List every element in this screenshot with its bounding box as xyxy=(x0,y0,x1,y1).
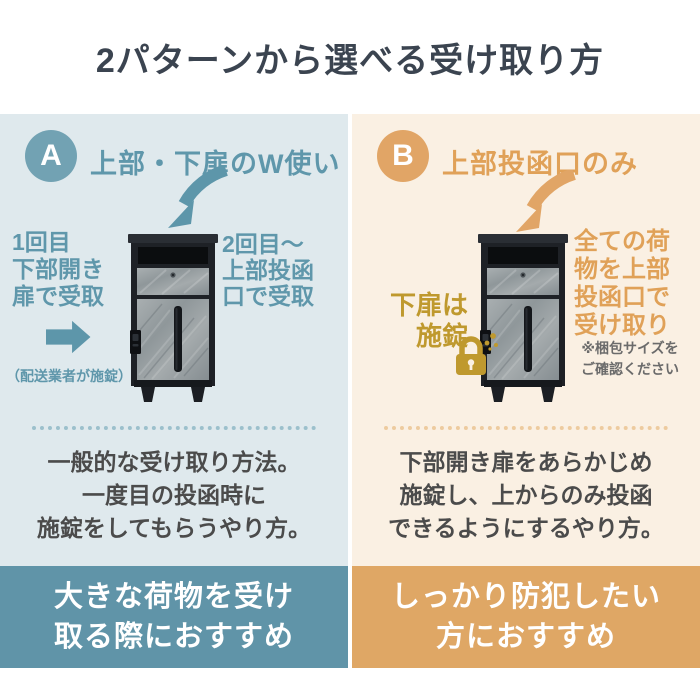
curved-down-arrow-icon xyxy=(508,170,582,236)
page-title: 2パターンから選べる受け取り方 xyxy=(95,41,605,80)
lower-door-locked-label: 下扉は 施錠 xyxy=(390,290,469,351)
right-arrow-icon xyxy=(46,315,92,359)
second-receive-label: 2回目〜 上部投函 口で受取 xyxy=(222,231,314,309)
dotted-divider xyxy=(384,426,668,430)
pattern-a-column: A 上部・下扉のW使い 1回目 下部開き 扉で受取 （配送業者が施錠） 2回目〜… xyxy=(0,114,348,668)
pattern-b-recommendation-banner: しっかり防犯したい 方におすすめ xyxy=(352,566,700,668)
pattern-b-badge: B xyxy=(377,130,429,182)
pattern-a-badge: A xyxy=(25,130,77,182)
pattern-a-recommendation-banner: 大きな荷物を受け 取る際におすすめ xyxy=(0,566,348,668)
pattern-b-heading: 上部投函口のみ xyxy=(442,149,638,179)
comparison-columns: A 上部・下扉のW使い 1回目 下部開き 扉で受取 （配送業者が施錠） 2回目〜… xyxy=(0,114,700,668)
padlock-icon xyxy=(446,326,498,378)
package-size-note: ※梱包サイズを ご確認ください xyxy=(581,340,679,377)
all-parcels-label: 全ての荷 物を上部 投函口で 受け取り xyxy=(574,228,670,339)
pattern-b-panel: B 上部投函口のみ 下扉は 施錠 全ての荷 物を上部 投函口で 受け取り ※梱包… xyxy=(352,114,700,566)
delivery-box-illustration xyxy=(128,230,218,402)
dotted-divider xyxy=(32,426,316,430)
pattern-b-description: 下部開き扉をあらかじめ 施錠し、上からのみ投函 できるようにするやり方。 xyxy=(388,449,664,541)
pattern-a-description: 一般的な受け取り方法。 一度目の投函時に 施錠をしてもらうやり方。 xyxy=(36,449,312,541)
courier-lock-note: （配送業者が施錠） xyxy=(6,368,132,384)
pattern-b-column: B 上部投函口のみ 下扉は 施錠 全ての荷 物を上部 投函口で 受け取り ※梱包… xyxy=(352,114,700,668)
pattern-a-panel: A 上部・下扉のW使い 1回目 下部開き 扉で受取 （配送業者が施錠） 2回目〜… xyxy=(0,114,348,566)
first-receive-label: 1回目 下部開き 扉で受取 xyxy=(12,229,104,309)
curved-down-arrow-icon xyxy=(160,166,234,232)
